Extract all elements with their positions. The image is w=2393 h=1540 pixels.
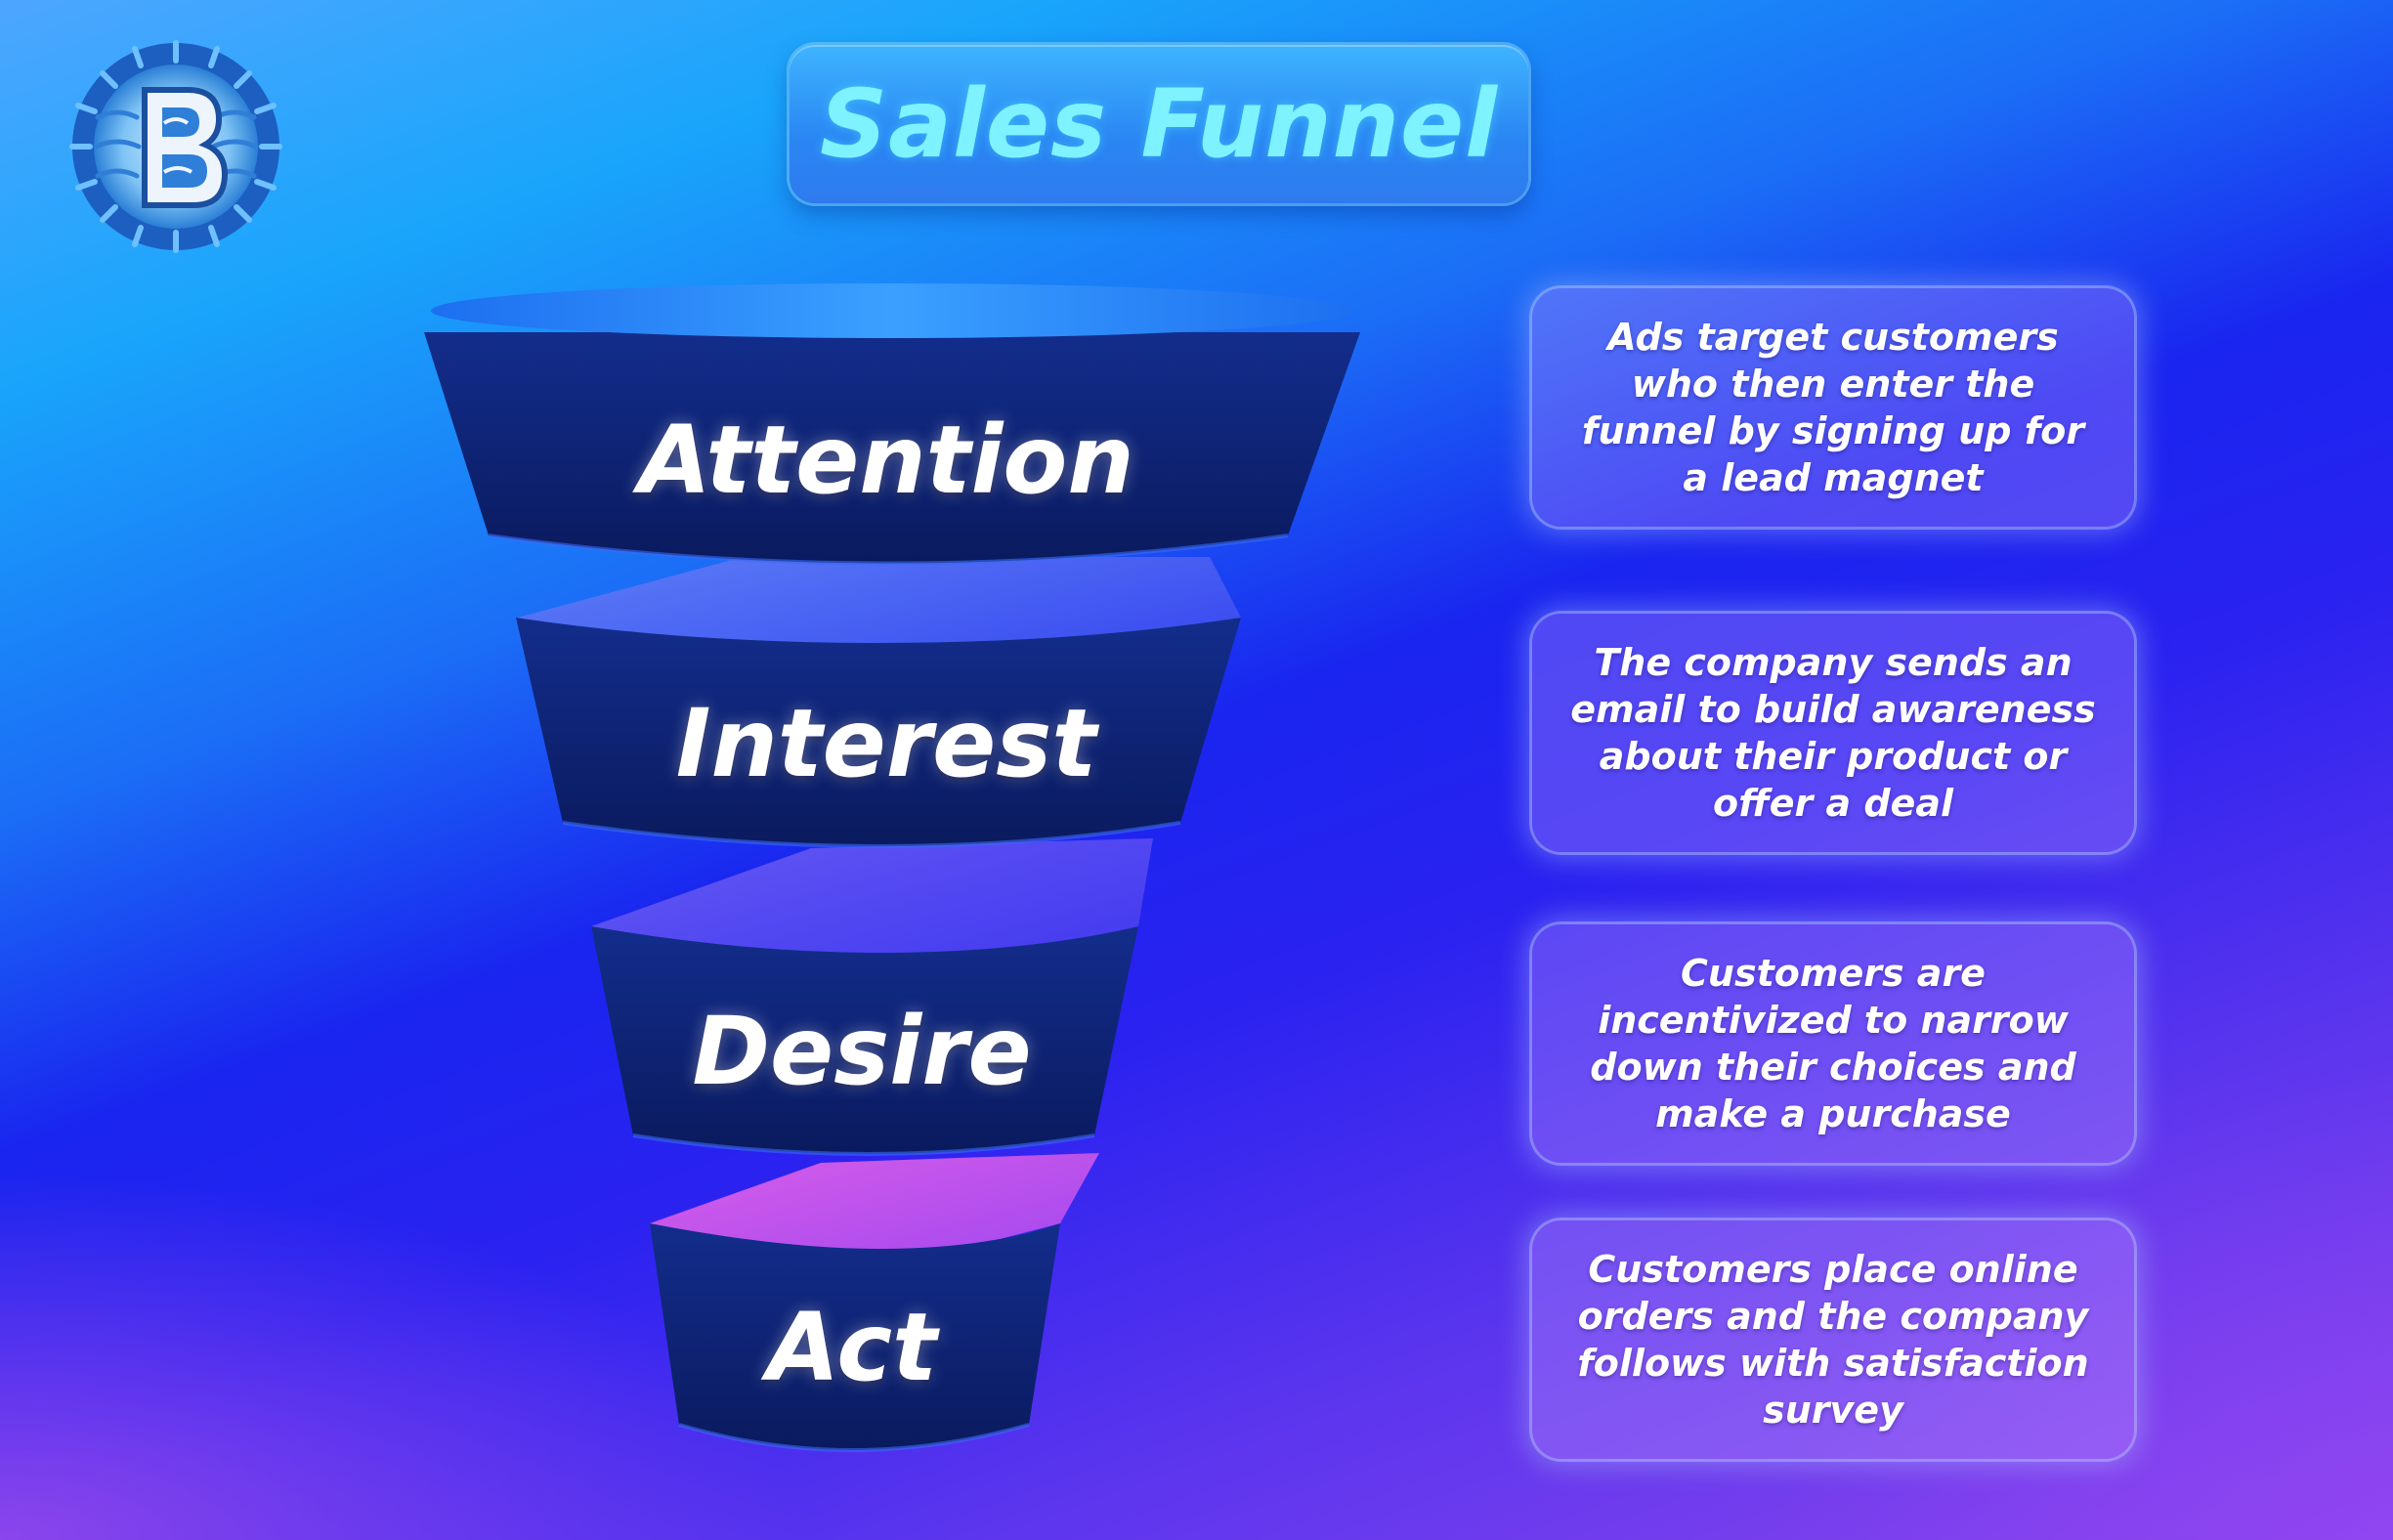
funnel-band-desire — [591, 926, 1138, 1156]
description-text: Customers are incentivized to narrow dow… — [1590, 952, 2076, 1135]
stage-label-desire: Desire — [692, 997, 1032, 1106]
description-text: Ads target customers who then enter the … — [1581, 316, 2085, 499]
funnel-band-attention — [424, 283, 1360, 566]
stage-label-interest: Interest — [675, 689, 1097, 798]
description-card-act: Customers place online orders and the co… — [1532, 1220, 2134, 1459]
funnel-band-interest — [516, 618, 1241, 848]
description-text: The company sends an email to build awar… — [1570, 641, 2096, 825]
description-card-desire: Customers are incentivized to narrow dow… — [1532, 924, 2134, 1163]
stage-label-attention: Attention — [638, 406, 1134, 515]
page-title: Sales Funnel — [820, 69, 1498, 179]
description-card-interest: The company sends an email to build awar… — [1532, 614, 2134, 852]
funnel-connector-3 — [650, 1153, 1099, 1270]
stage-label-act: Act — [766, 1293, 938, 1402]
description-card-attention: Ads target customers who then enter the … — [1532, 288, 2134, 527]
brand-b-logo-icon — [69, 40, 282, 253]
description-text: Customers place online orders and the co… — [1577, 1248, 2089, 1432]
title-banner: Sales Funnel — [790, 45, 1528, 203]
funnel-band-act — [650, 1223, 1060, 1452]
